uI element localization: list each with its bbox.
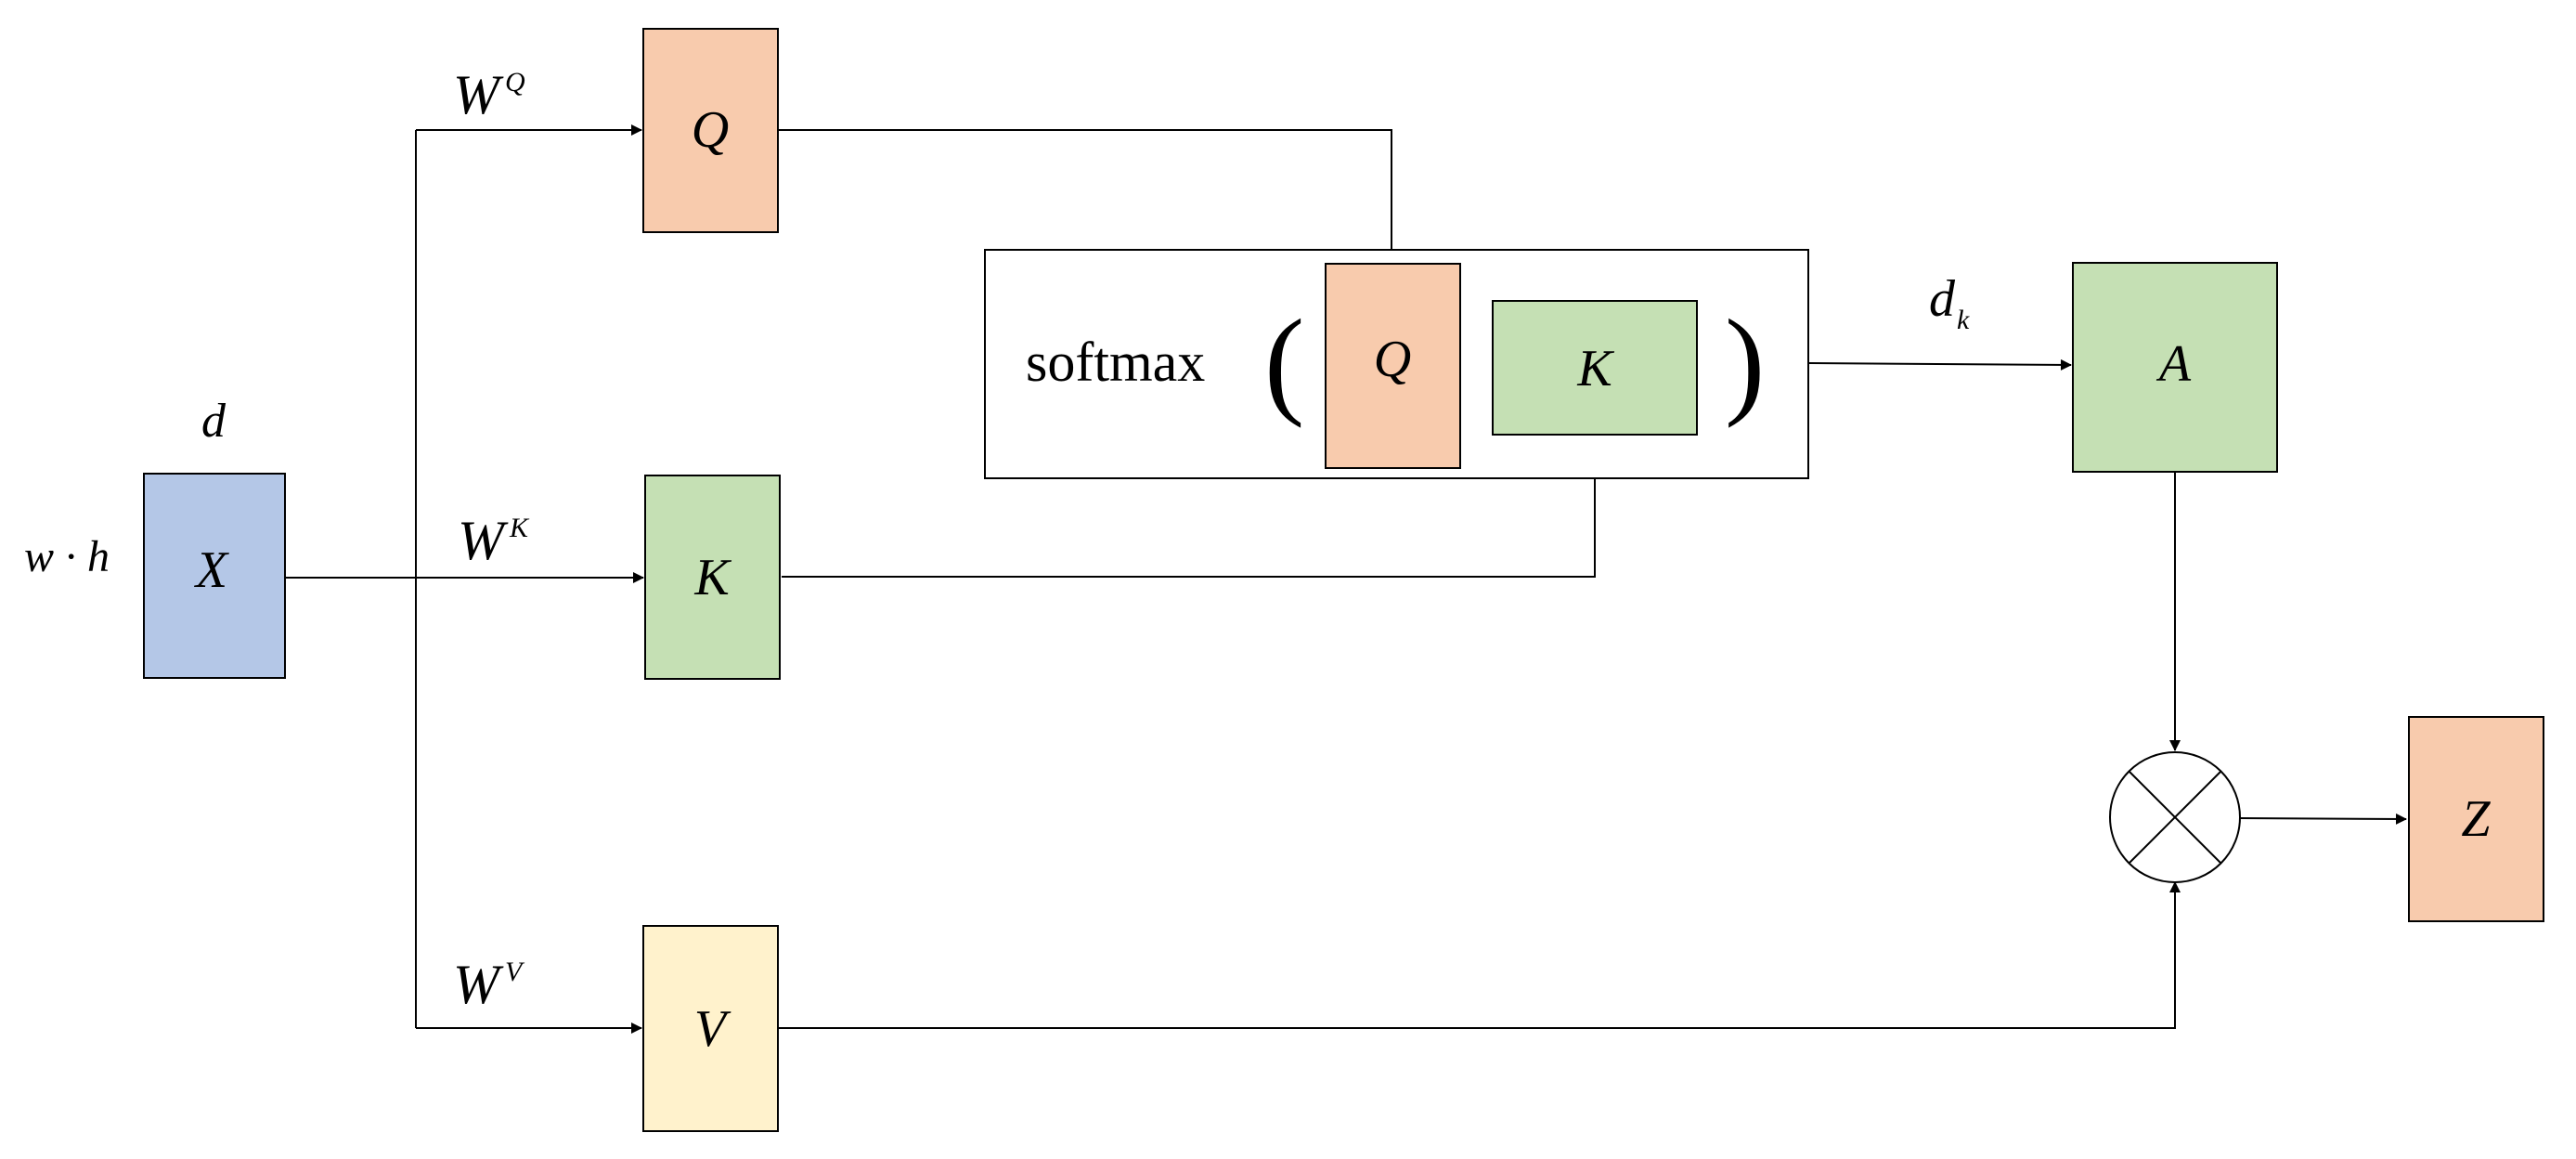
q-label: Q [692,101,729,159]
k-box [644,475,781,680]
v-to-multiply-arrow [778,881,2181,1029]
softmax-to-a-arrow [1807,358,2072,371]
k-label: K [693,549,731,606]
q-to-inner-q-arrow [778,129,1397,264]
close-paren: ) [1725,295,1765,429]
inner-k-box [1492,300,1698,436]
multiply-to-z-arrow [2239,813,2407,825]
z-box [2408,716,2544,922]
v-box [642,925,779,1132]
open-paren: ( [1264,295,1304,429]
softmax-label: softmax [1026,332,1205,393]
q-box [642,28,779,233]
w-q-superscript: Q [505,67,525,98]
z-label: Z [2461,790,2491,848]
multiply-icon [2109,751,2241,883]
inner-q-box [1325,263,1461,469]
a-box [2072,262,2278,473]
v-label: V [694,1000,731,1058]
a-label: A [2155,335,2192,393]
x-box [143,473,286,679]
k-to-inner-k-arrow [782,436,1600,578]
w-v-superscript: V [505,957,525,987]
x-label: X [194,541,230,599]
w-k-superscript: K [509,513,530,543]
connectors [286,124,2407,1034]
input-dim-label: d [201,395,227,448]
inner-k-label: K [1576,340,1614,397]
scale-label: dk [1929,270,1970,335]
input-size-label: w · h [24,532,110,581]
scale-subscript: k [1957,305,1970,335]
inner-q-label: Q [1374,331,1411,388]
